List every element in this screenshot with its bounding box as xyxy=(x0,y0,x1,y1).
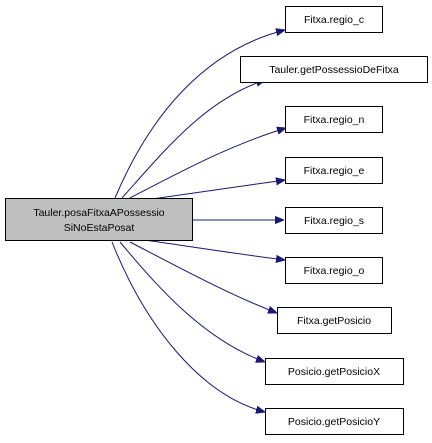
node-root[interactable]: Tauler.posaFitxaAPossessio SiNoEstaPosat xyxy=(5,198,193,241)
edge-to-fitxa-regio-n xyxy=(129,128,286,199)
root-node-box xyxy=(5,198,193,241)
node-fitxa-regio-s[interactable]: Fitxa.regio_s xyxy=(285,207,383,234)
node-box xyxy=(240,56,428,83)
node-label: Posicio.getPosicioX xyxy=(288,366,380,378)
node-box xyxy=(285,157,383,184)
node-label: Fitxa.regio_s xyxy=(304,215,364,227)
root-node-label-line1: Tauler.posaFitxaAPossessio xyxy=(33,207,164,219)
node-posicio-get-posicio-y[interactable]: Posicio.getPosicioY xyxy=(265,408,404,435)
edges xyxy=(111,30,286,412)
edge-to-tauler-get-possessio-de-fitxa xyxy=(121,80,265,199)
node-label: Fitxa.regio_e xyxy=(304,165,365,177)
node-box xyxy=(265,408,404,435)
edge-to-fitxa-regio-o xyxy=(144,239,285,260)
node-label: Fitxa.getPosicio xyxy=(297,315,371,327)
edge-to-fitxa-regio-e xyxy=(144,180,285,201)
node-fitxa-regio-e[interactable]: Fitxa.regio_e xyxy=(285,157,383,184)
root-node-label-line2: SiNoEstaPosat xyxy=(64,222,135,234)
node-box xyxy=(285,6,383,33)
node-label: Tauler.getPossessioDeFitxa xyxy=(269,64,399,76)
node-fitxa-regio-c[interactable]: Fitxa.regio_c xyxy=(285,6,383,33)
node-posicio-get-posicio-x[interactable]: Posicio.getPosicioX xyxy=(265,358,404,385)
node-tauler-get-possessio-de-fitxa[interactable]: Tauler.getPossessioDeFitxa xyxy=(240,56,428,83)
edge-to-posicio-get-posicio-y xyxy=(111,241,265,412)
node-box xyxy=(285,207,383,234)
node-fitxa-regio-o[interactable]: Fitxa.regio_o xyxy=(285,257,383,284)
node-box xyxy=(285,257,383,284)
node-fitxa-get-posicio[interactable]: Fitxa.getPosicio xyxy=(277,307,392,334)
node-box xyxy=(277,307,392,334)
node-box xyxy=(285,106,383,133)
node-label: Fitxa.regio_n xyxy=(304,114,365,126)
edge-to-fitxa-regio-c xyxy=(114,30,285,199)
node-box xyxy=(265,358,404,385)
node-fitxa-regio-n[interactable]: Fitxa.regio_n xyxy=(285,106,383,133)
node-label: Posicio.getPosicioY xyxy=(288,416,380,428)
edge-to-fitxa-get-posicio xyxy=(129,241,277,313)
edge-to-posicio-get-posicio-x xyxy=(119,241,265,362)
node-label: Fitxa.regio_c xyxy=(304,14,364,26)
node-label: Fitxa.regio_o xyxy=(304,265,365,277)
